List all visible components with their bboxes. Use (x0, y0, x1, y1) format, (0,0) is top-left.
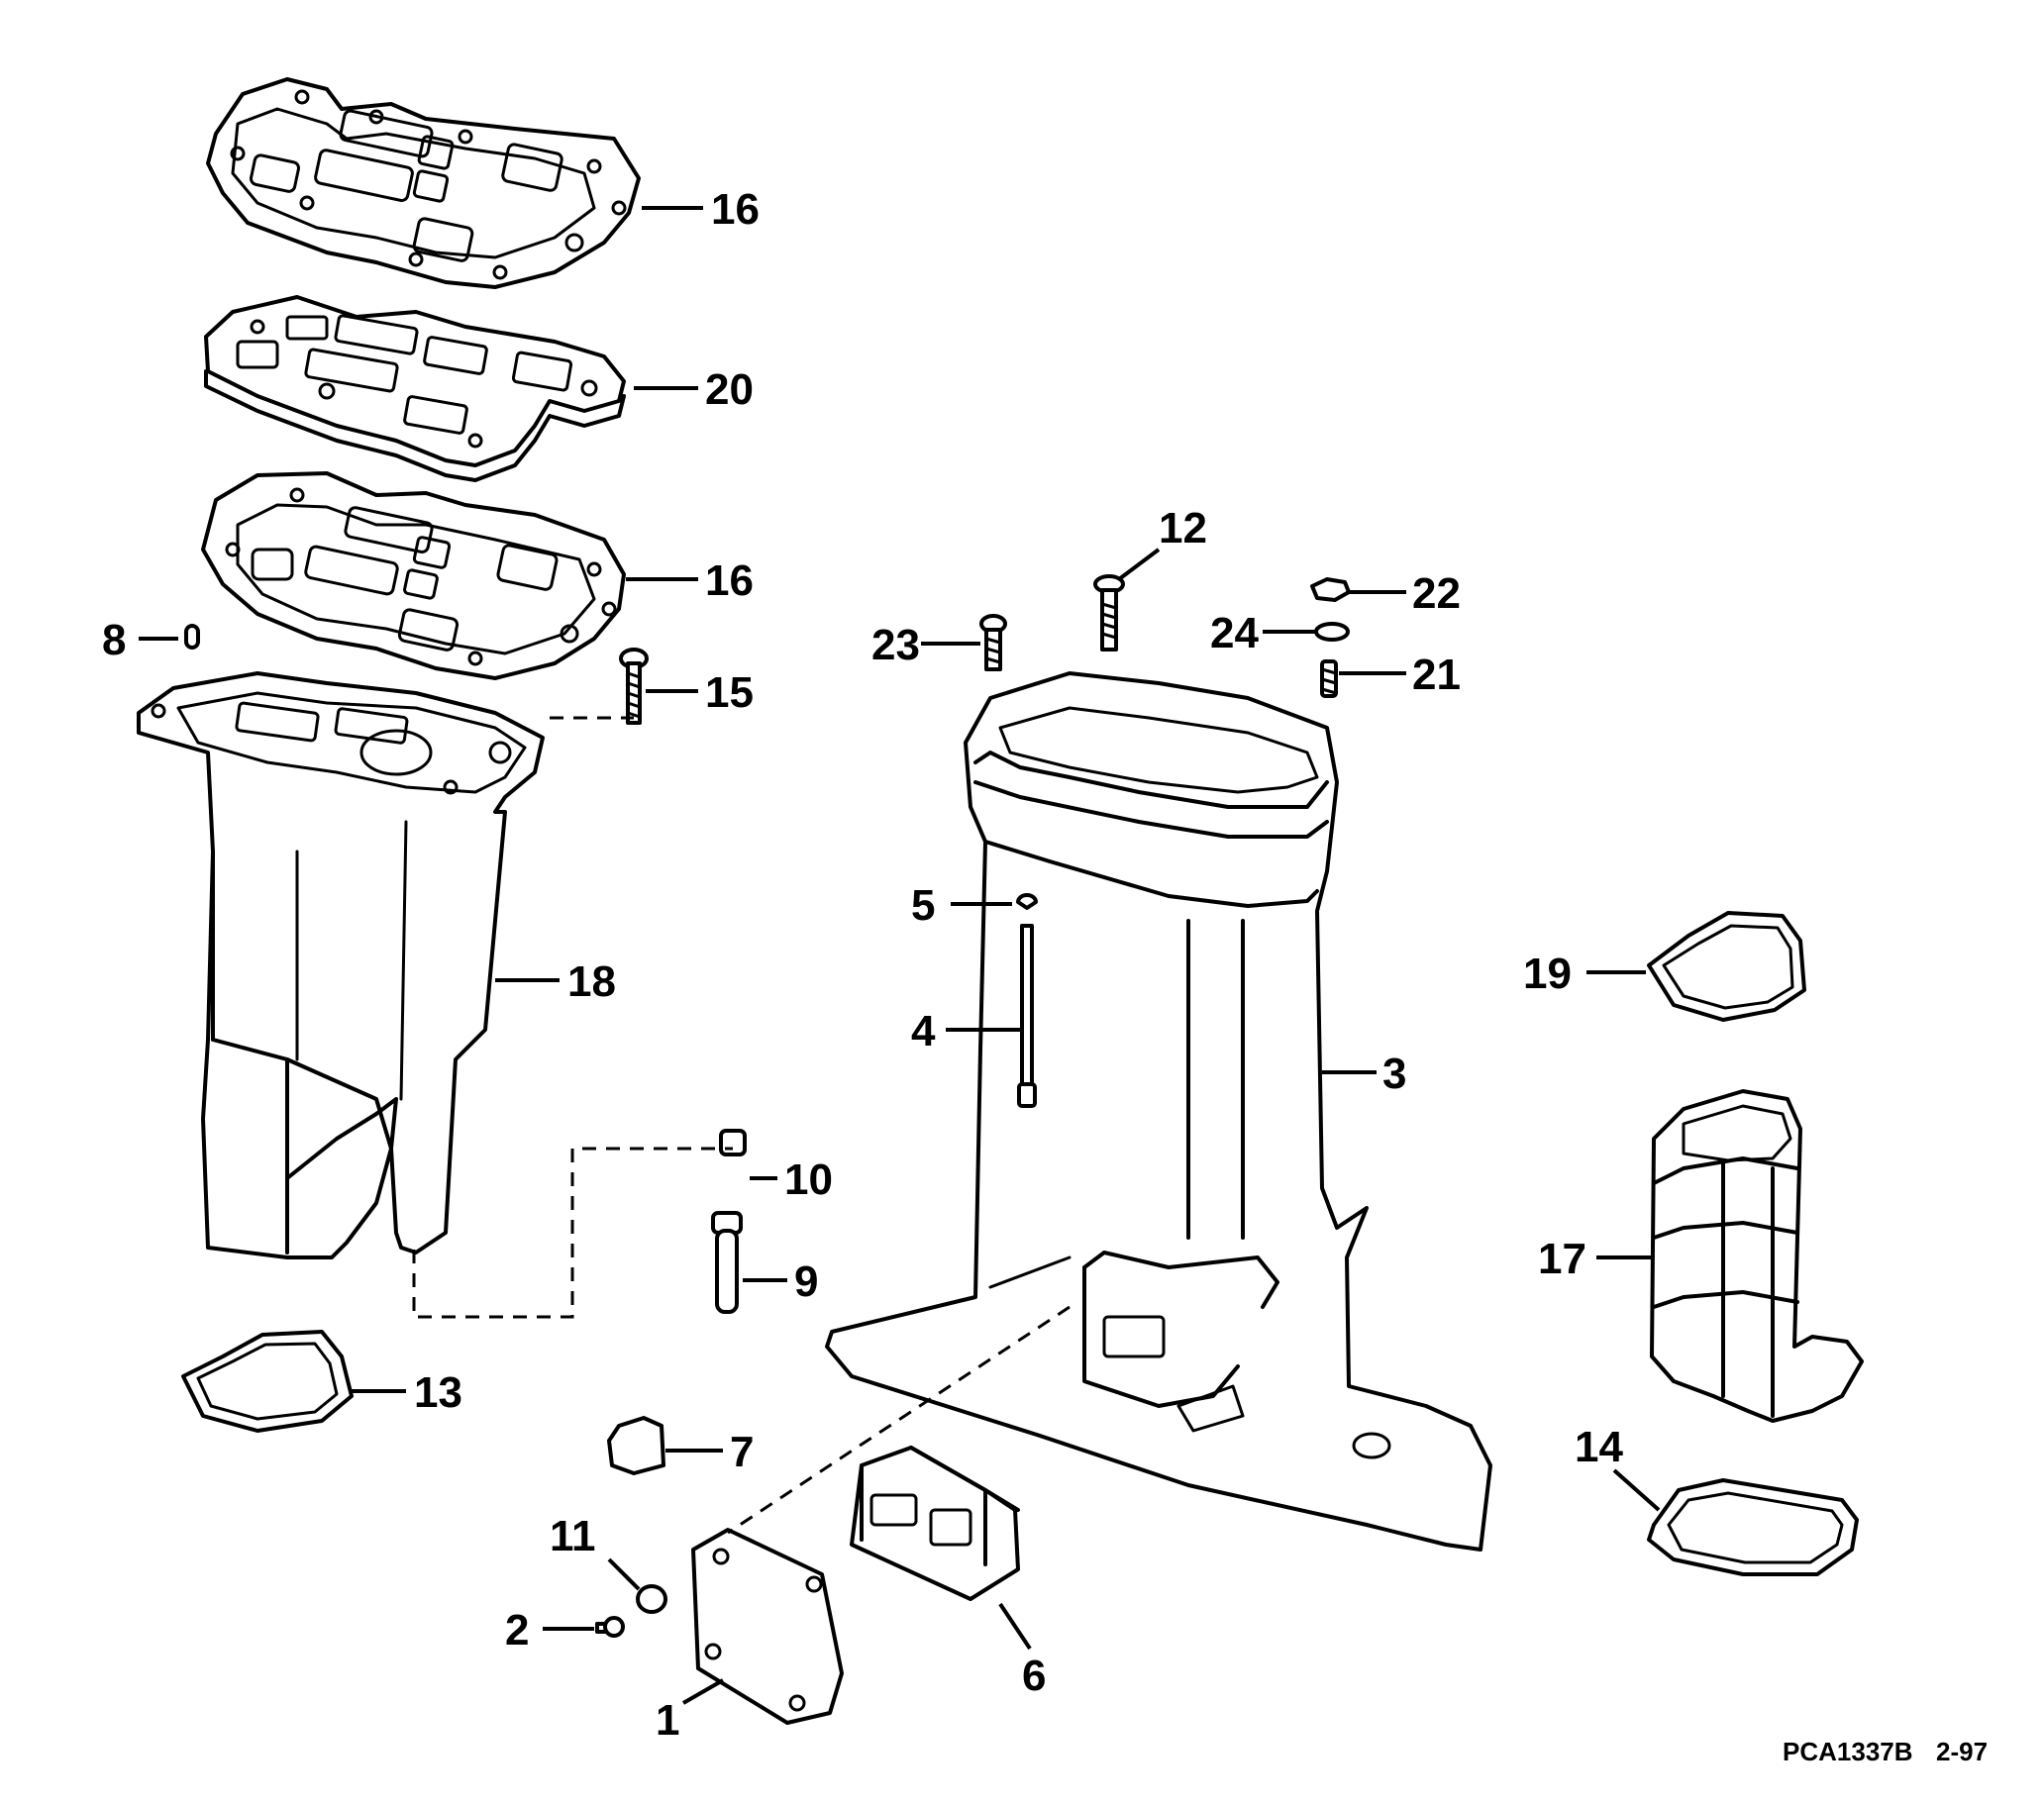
part-label-17: 17 (1538, 1235, 1586, 1283)
part-label-20: 20 (705, 365, 754, 414)
cover-1-drawing (691, 1528, 844, 1725)
part-label-14: 14 (1575, 1423, 1623, 1471)
block-6-drawing (850, 1446, 1020, 1601)
cap-7-drawing (607, 1416, 665, 1475)
part-label-10: 10 (784, 1155, 833, 1204)
part-label-1: 1 (656, 1696, 679, 1745)
leader-lines (139, 206, 1661, 1705)
part-label-23: 23 (871, 621, 920, 669)
driveshaft-housing-drawing (825, 671, 1492, 1552)
part-label-7: 7 (730, 1428, 754, 1476)
part-label-6: 6 (1022, 1652, 1046, 1700)
part-label-15: 15 (705, 668, 754, 717)
tube-9-drawing (711, 1211, 743, 1314)
nut-22-drawing (1310, 577, 1351, 602)
washer-11-drawing (636, 1584, 667, 1614)
cap-10-drawing (719, 1129, 747, 1156)
part-label-2: 2 (505, 1606, 529, 1655)
seal-19-drawing (1647, 911, 1806, 1022)
exhaust-housing-drawing (137, 671, 545, 1259)
part-label-4: 4 (911, 1007, 936, 1055)
figure-code: PCA1337B (1783, 1737, 1913, 1766)
washer-5-drawing (1016, 893, 1038, 910)
figure-date: 2-97 (1936, 1737, 1988, 1766)
washer-24-drawing (1314, 622, 1350, 642)
part-label-16-lower: 16 (705, 556, 754, 605)
part-label-8: 8 (102, 616, 126, 664)
dowel-pin-drawing (184, 624, 200, 650)
part-label-21: 21 (1412, 651, 1461, 699)
part-label-22: 22 (1412, 569, 1461, 618)
stud-4-drawing (1017, 924, 1037, 1108)
part-label-19: 19 (1523, 950, 1572, 998)
part-label-24: 24 (1210, 609, 1259, 657)
gasket-lower-drawing (201, 471, 626, 680)
part-label-5: 5 (911, 881, 935, 930)
part-label-9: 9 (794, 1257, 818, 1306)
part-label-3: 3 (1382, 1050, 1406, 1098)
part-label-11: 11 (550, 1512, 596, 1560)
part-label-12: 12 (1159, 504, 1207, 552)
gasket-top-drawing (206, 77, 641, 289)
part-label-13: 13 (414, 1368, 462, 1417)
seal-14-drawing (1647, 1478, 1859, 1576)
exhaust-tube-17-drawing (1650, 1089, 1864, 1423)
screw-2-drawing (595, 1616, 625, 1638)
adapter-plate-drawing (204, 295, 626, 482)
seal-13-drawing (181, 1330, 354, 1433)
part-label-18: 18 (567, 957, 616, 1006)
screw-15-drawing (619, 648, 649, 725)
stud-21-drawing (1320, 659, 1338, 698)
bolt-12-drawing (1093, 574, 1125, 652)
part-label-16-top: 16 (711, 185, 760, 234)
bolt-23-drawing (979, 614, 1007, 671)
